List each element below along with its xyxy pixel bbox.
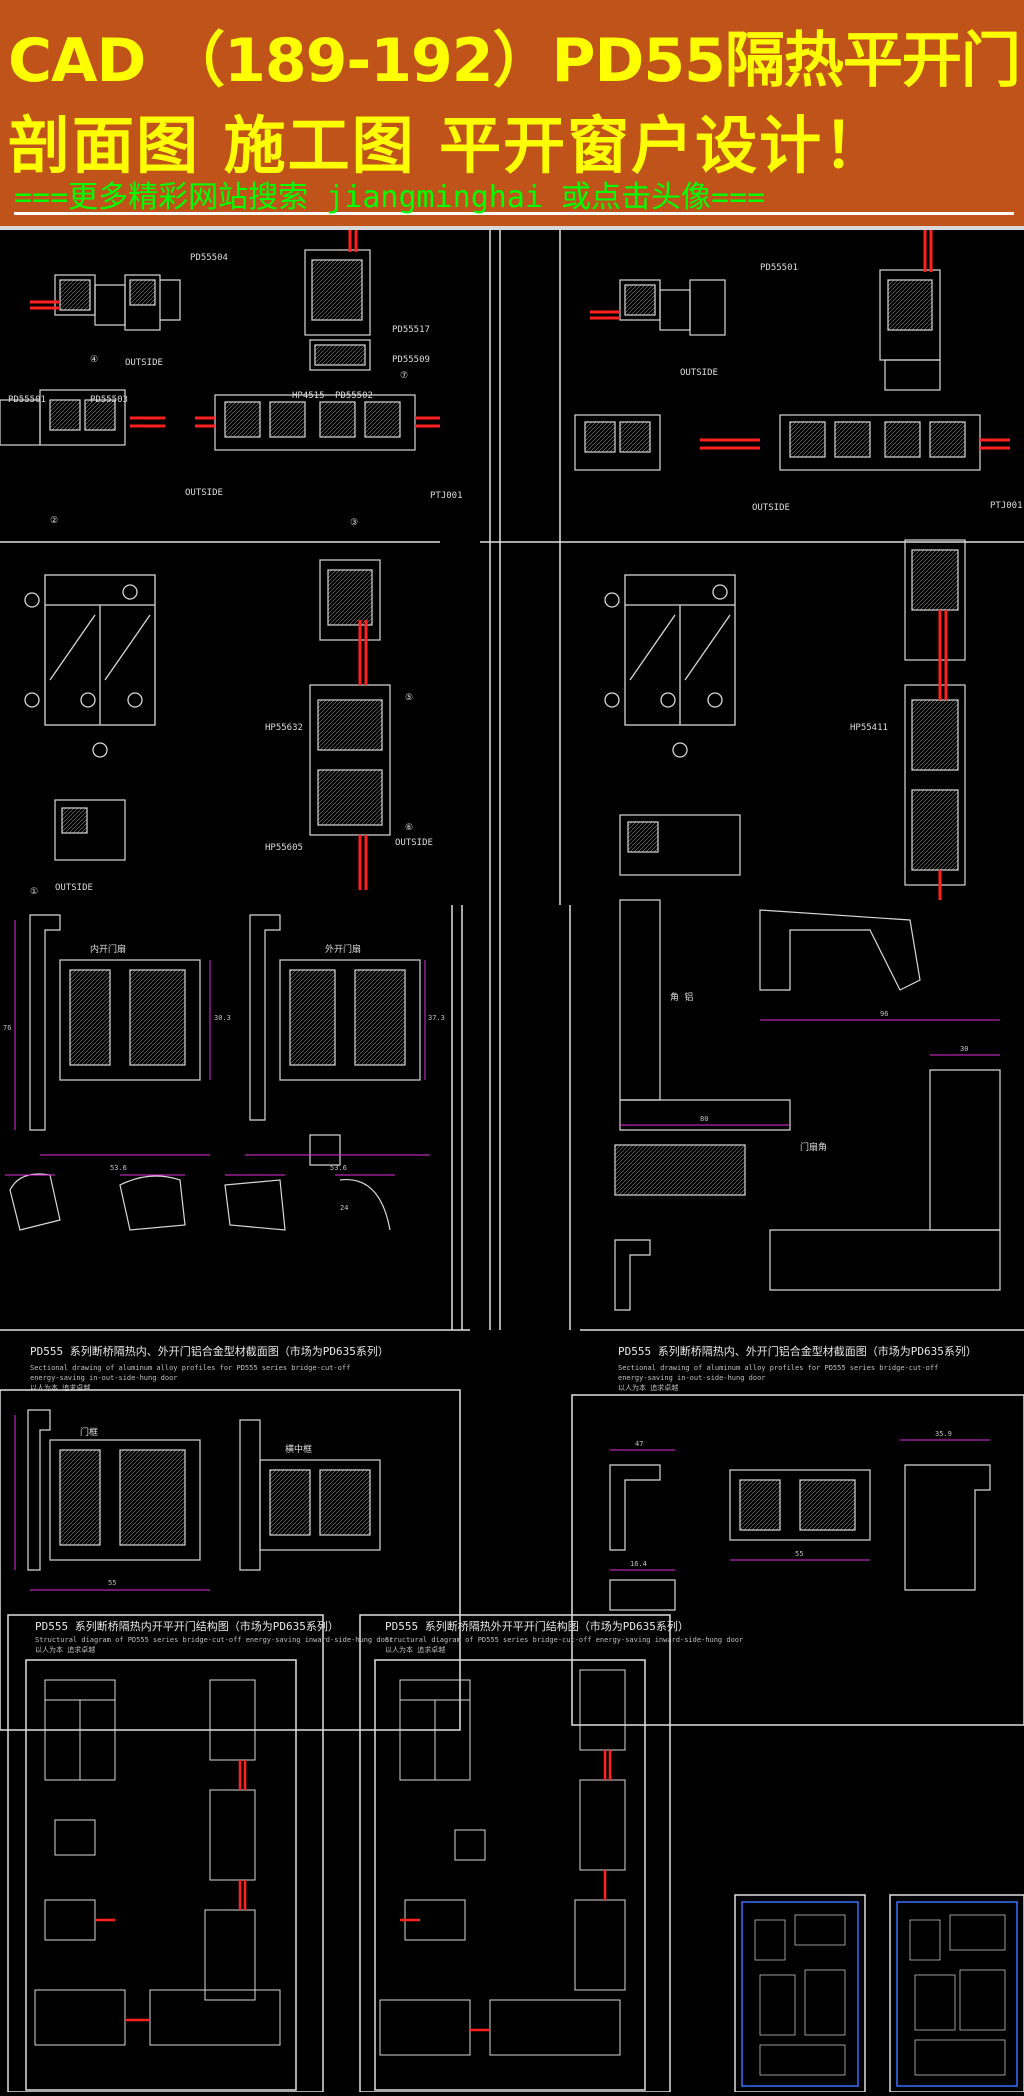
sheet1-content: [34, 1679, 281, 2046]
section-subtitle-right-1: Sectional drawing of aluminum alloy prof…: [618, 1364, 938, 1372]
dim-24: 24: [340, 1204, 348, 1212]
label-ptj001: PTJ001: [430, 491, 463, 501]
label-inner-door-frame: 内开门扇: [90, 943, 126, 955]
section-subtitle-left-3: 以人为本 追求卓越: [30, 1383, 90, 1392]
glass-red-right: [938, 610, 948, 900]
dim-16-4: 16.4: [630, 1560, 647, 1568]
label-outer-door-frame: 外开门扇: [325, 943, 361, 955]
callout-6: ⑥: [405, 823, 413, 833]
dim-30: 30: [960, 1045, 968, 1053]
section-title-right: PD555 系列断桥隔热内、外开门铝合金型材截面图（市场为PD635系列）: [618, 1344, 977, 1358]
vertical-section-right: [619, 539, 966, 886]
lower-right-profiles: 47 55 35.9 16.4: [609, 1430, 991, 1611]
sheet2-content: [379, 1669, 626, 2056]
label-hp55605: HP55605: [265, 843, 303, 853]
callout-4: ④: [90, 355, 98, 365]
label-pd55504: PD55504: [190, 253, 228, 263]
door-elevation-left: [24, 574, 156, 758]
dim-55-b: 55: [795, 1550, 803, 1558]
section-subtitle-right-2: energy-saving in-out-side-hung door: [618, 1374, 766, 1382]
label-pd55503: PD55503: [90, 395, 128, 405]
sheet2-subtitle: Structural diagram of PD555 series bridg…: [385, 1636, 743, 1644]
label-outside-3: OUTSIDE: [680, 368, 718, 378]
dim-37-3: 37.3: [428, 1014, 445, 1022]
sheet2-glass: [400, 1750, 612, 2032]
dim-80: 80: [700, 1115, 708, 1123]
label-pd55502: PD55502: [335, 391, 373, 401]
cad-drawing-area: PD55504 PD55517 PD55509 PD55501 PD55503 …: [0, 230, 1024, 2093]
thumbnail-sheets: [741, 1901, 1018, 2087]
callout-3: ③: [350, 518, 358, 528]
callout-1: ①: [30, 887, 38, 897]
dim-30-3: 30.3: [214, 1014, 231, 1022]
section-title-left: PD555 系列断桥隔热内、外开门铝合金型材截面图（市场为PD635系列）: [30, 1344, 389, 1358]
label-outside-5: OUTSIDE: [395, 838, 433, 848]
label-pd55501: PD55501: [8, 395, 46, 405]
dim-76: 76: [3, 1024, 11, 1032]
sheet1-title: PD555 系列断桥隔热内开平开门结构图（市场为PD635系列）: [35, 1619, 339, 1633]
section-subtitle-left-2: energy-saving in-out-side-hung door: [30, 1374, 178, 1382]
label-hp55411: HP55411: [850, 723, 888, 733]
label-corner: 角 铝: [670, 991, 693, 1003]
detail-top-right: PD55501 OUTSIDE OUTSIDE PTJ001: [574, 230, 1023, 513]
label-pd55501-right: PD55501: [760, 263, 798, 273]
dim-47: 47: [635, 1440, 643, 1448]
sheet1-subtitle: Structural diagram of PD555 series bridg…: [35, 1636, 393, 1644]
vertical-section-left: [54, 559, 391, 861]
callout-2: ②: [50, 516, 58, 526]
label-outside-4: OUTSIDE: [752, 503, 790, 513]
label-hp55632: HP55632: [265, 723, 303, 733]
sheet1-subtitle-2: 以人为本 追求卓越: [35, 1645, 95, 1654]
cad-drawing-canvas: PD55504 PD55517 PD55509 PD55501 PD55503 …: [0, 230, 1024, 2093]
dim-35-9: 35.9: [935, 1430, 952, 1438]
detail-top-left: PD55504 PD55517 PD55509 PD55501 PD55503 …: [0, 230, 463, 528]
banner-search-hint: ===更多精彩网站搜索 jiangminghai 或点击头像===: [14, 172, 1014, 215]
thumbnail-content: [754, 1914, 1006, 2076]
callout-5: ⑤: [405, 693, 413, 703]
dim-53-6-a: 53.6: [110, 1164, 127, 1172]
banner-title-line2: 剖面图 施工图 平开窗户设计！: [8, 109, 888, 182]
label-door-jamb: 门框: [80, 1426, 98, 1438]
door-jamb-profiles: 55 门框 横中框: [14, 1409, 381, 1591]
callout-7: ⑦: [400, 371, 408, 381]
profile-sections-mid-left: 76 53.6 53.6 30.3 37.3 24 内开门扇 外开门扇: [3, 914, 445, 1231]
label-ptj001-right: PTJ001: [990, 501, 1023, 511]
label-outside-1: OUTSIDE: [125, 358, 163, 368]
door-elevation-right: [604, 574, 736, 758]
section-subtitle-left-1: Sectional drawing of aluminum alloy prof…: [30, 1364, 350, 1372]
title-banner: CAD （189-192）PD55隔热平开门 剖面图 施工图 平开窗户设计！ =…: [0, 0, 1024, 230]
profile-sections-mid-right: 80 96 30 门扇角 角 铝: [614, 899, 1001, 1311]
dim-53-6-b: 53.6: [330, 1164, 347, 1172]
label-pd55509: PD55509: [392, 355, 430, 365]
label-outside-2: OUTSIDE: [185, 488, 223, 498]
dim-55: 55: [108, 1579, 116, 1587]
glass-red-left: [358, 620, 368, 890]
label-pd55517: PD55517: [392, 325, 430, 335]
sheet-borders: [0, 230, 1024, 2093]
section-subtitle-right-3: 以人为本 追求卓越: [618, 1383, 678, 1392]
sheet1-glass: [95, 1760, 247, 2022]
label-door-corner: 门扇角: [800, 1141, 827, 1153]
sheet2-subtitle-2: 以人为本 追求卓越: [385, 1645, 445, 1654]
sheet2-title: PD555 系列断桥隔热外开平开门结构图（市场为PD635系列）: [385, 1619, 689, 1633]
dim-96: 96: [880, 1010, 888, 1018]
label-mullion: 横中框: [285, 1443, 312, 1455]
label-outside-6: OUTSIDE: [55, 883, 93, 893]
banner-title-line1: CAD （189-192）PD55隔热平开门: [8, 26, 1021, 96]
label-hp4515: HP4515: [292, 391, 325, 401]
